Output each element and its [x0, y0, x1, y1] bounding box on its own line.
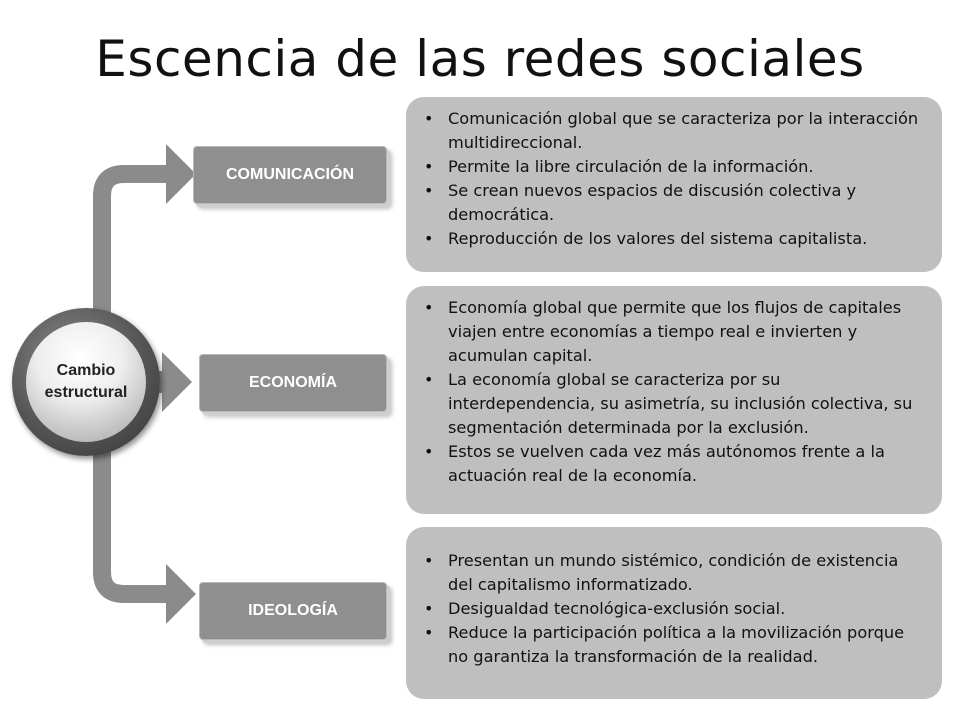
bullet-item: Permite la libre circulación de la infor…: [424, 155, 928, 179]
bullet-item: Estos se vuelven cada vez más autónomos …: [424, 440, 928, 488]
bullet-item: Comunicación global que se caracteriza p…: [424, 107, 928, 155]
hub-label: Cambio estructural: [44, 362, 128, 401]
bullet-item: Reduce la participación política a la mo…: [424, 621, 928, 669]
branch-label-text: COMUNICACIÓN: [226, 166, 354, 183]
branch-label-economia: ECONOMÍA: [199, 354, 387, 412]
bullet-item: Presentan un mundo sistémico, condición …: [424, 549, 928, 597]
branch-label-ideologia: IDEOLOGÍA: [199, 582, 387, 640]
bullet-item: Se crean nuevos espacios de discusión co…: [424, 179, 928, 227]
branch-label-text: IDEOLOGÍA: [248, 602, 338, 619]
bullet-item: Reproducción de los valores del sistema …: [424, 227, 928, 251]
slide-title: Escencia de las redes sociales: [95, 30, 865, 88]
hub-node: Cambio estructural: [26, 322, 146, 442]
branch-label-text: ECONOMÍA: [249, 374, 337, 391]
bullet-item: Economía global que permite que los fluj…: [424, 296, 928, 368]
panel-ideologia: Presentan un mundo sistémico, condición …: [406, 527, 942, 699]
panel-comunicacion: Comunicación global que se caracteriza p…: [406, 97, 942, 272]
bullet-item: La economía global se caracteriza por su…: [424, 368, 928, 440]
panel-economia: Economía global que permite que los fluj…: [406, 286, 942, 514]
bullet-item: Desigualdad tecnológica-exclusión social…: [424, 597, 928, 621]
branch-label-comunicacion: COMUNICACIÓN: [193, 146, 387, 204]
